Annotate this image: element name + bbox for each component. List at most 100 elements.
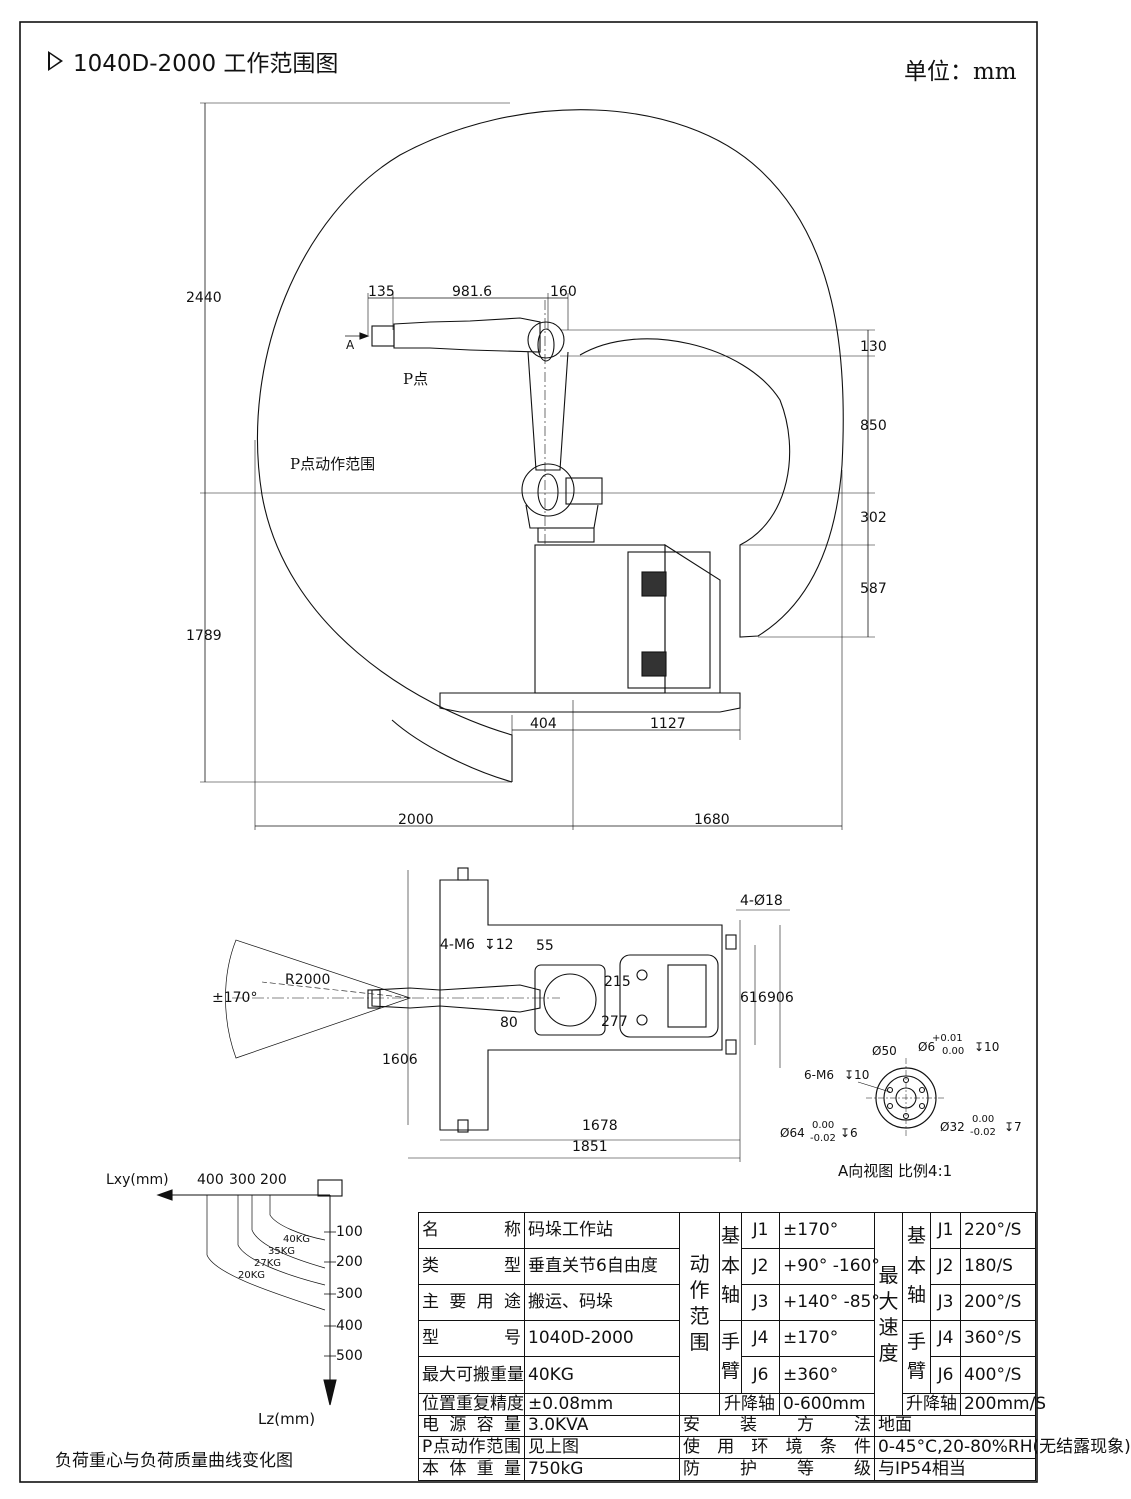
speed-j2: 180/S [960,1248,1036,1286]
dim-80: 80 [500,1015,518,1031]
spec-row: 本体重量 750kG 防护等级 与IP54相当 [418,1458,1036,1481]
dim-160: 160 [550,284,577,300]
flange-view [857,1058,946,1138]
work-envelope-lower [391,719,513,783]
type-value: 垂直关节6自由度 [524,1248,680,1286]
power-value: 3.0KVA [524,1414,680,1438]
joint-j4: J4 [741,1320,780,1358]
lift-axis-label: 升降轴 [719,1392,780,1416]
spec-row: 位置重复精度 ±0.08mm 升降轴 0-600mm 升降轴 200mm/S [418,1392,1046,1416]
radius-line [261,981,411,999]
use-label: 主要用途 [418,1284,525,1322]
bolt [636,969,648,981]
curve-label-27kg: 27KG [254,1258,282,1269]
lift-speed: 200mm/S [960,1392,1046,1416]
joint-j1: J1 [741,1211,780,1250]
speed-j4: 360°/S [960,1320,1036,1358]
speed-joint-j4: J4 [930,1320,961,1358]
dim-277: 277 [601,1014,628,1030]
p-range-label: P点动作范围 [290,455,376,473]
dim-1606: 1606 [382,1052,418,1068]
wrist-label: 手臂 [719,1320,742,1394]
x-tick-400: 400 [197,1172,224,1188]
y-tick-500: 500 [336,1348,363,1364]
spec-row: 类型 垂直关节6自由度 J2 +90° -160° J2 180/S [418,1248,1036,1286]
prange-label: P点动作范围 [418,1436,525,1460]
speed-joint-j1: J1 [930,1211,961,1250]
fixing-pad-bottom [457,1119,469,1133]
angle-label: ±170° [212,990,258,1006]
range-j6: ±360° [779,1356,875,1394]
work-envelope [256,109,844,782]
weight-value: 750kG [524,1458,680,1481]
dim-587: 587 [860,581,887,597]
shoulder-motor-housing [565,477,603,505]
speed-base-axis: 基本轴 [902,1211,931,1322]
dim-850: 850 [860,418,887,434]
y-axis-arrow [323,1379,337,1406]
drawing-frame [19,21,1038,1483]
chassis-outline [439,879,723,1131]
y-tick-200: 200 [336,1254,363,1270]
spec-row: P点动作范围 见上图 使用环境条件 0-45°C,20-80%RH(无结露现象) [418,1436,1131,1460]
speed-j1: 220°/S [960,1211,1036,1250]
base-axis-label: 基本轴 [719,1211,742,1322]
y-ticks [324,1231,336,1357]
x-tick-200: 200 [260,1172,287,1188]
curve-20kg [206,1195,326,1311]
spec-row: 电源容量 3.0KVA 安装方法 地面 [418,1414,1036,1438]
engineering-drawing [19,21,1038,1483]
flange-phi32-depth: ↧7 [1004,1120,1022,1134]
arm-top [371,984,541,1013]
flange-m6: 6-M6 [804,1068,834,1082]
flange-icon [317,1179,343,1197]
load-chart [156,1179,343,1406]
flange-phi64-tol-low: -0.02 [810,1133,836,1144]
flange-phi6-tol-low: 0.00 [942,1046,965,1057]
flange-phi64-tol-up: 0.00 [812,1120,835,1131]
speed-j3: 200°/S [960,1284,1036,1322]
speed-joint-j6: J6 [930,1356,961,1394]
chassis-frame [439,692,741,713]
model-value: 1040D-2000 [524,1320,680,1358]
env-value: 0-45°C,20-80%RH(无结露现象) [874,1436,1131,1460]
repeat-value: ±0.08mm [524,1392,680,1416]
dim-2000: 2000 [398,812,434,828]
x-tick-300: 300 [229,1172,256,1188]
x-axis-arrow [156,1189,173,1201]
range-j3: +140° -85° [779,1284,880,1322]
curve-label-40kg: 40KG [283,1234,311,1245]
fixing-pad-right-top [725,934,737,950]
lift-range: 0-600mm [779,1392,875,1416]
joint-j6: J6 [741,1356,780,1394]
dim-1127: 1127 [650,716,686,732]
controller-top [619,954,719,1038]
model-label: 型号 [418,1320,525,1358]
flange-phi6: Ø6 [918,1040,936,1054]
payload-value: 40KG [524,1356,680,1394]
curve-label-35kg: 35KG [268,1246,296,1257]
flange-hole [886,1086,894,1094]
p-point-label: P点 [403,370,429,388]
m6-label: 4-M6 [440,937,475,953]
dim-1789: 1789 [186,628,222,644]
protect-label: 防护等级 [679,1458,875,1481]
flange-phi32-tol-low: -0.02 [970,1127,996,1138]
radius-label: R2000 [285,972,331,988]
joint-j2: J2 [741,1248,780,1286]
vent-top [641,571,667,597]
dim-2440: 2440 [186,290,222,306]
end-effector [371,325,395,347]
view-a-label: A [346,338,355,352]
turret [525,504,599,529]
y-tick-100: 100 [336,1224,363,1240]
range-j4: ±170° [779,1320,875,1358]
speed-j6: 400°/S [960,1356,1036,1394]
page-title: 1040D-2000 工作范围图 [48,44,338,78]
flange-phi6-depth: ↧10 [974,1040,1000,1054]
elbow-motor [537,328,555,362]
flange-m6-depth: ↧10 [844,1068,870,1082]
spec-row: 名称 码垛工作站 动作范围 基本轴 J1 ±170° 最大速度 基本轴 J1 2… [418,1211,1036,1416]
payload-label: 最大可搬重量 [418,1356,525,1394]
title-text: 1040D-2000 工作范围图 [73,51,339,77]
